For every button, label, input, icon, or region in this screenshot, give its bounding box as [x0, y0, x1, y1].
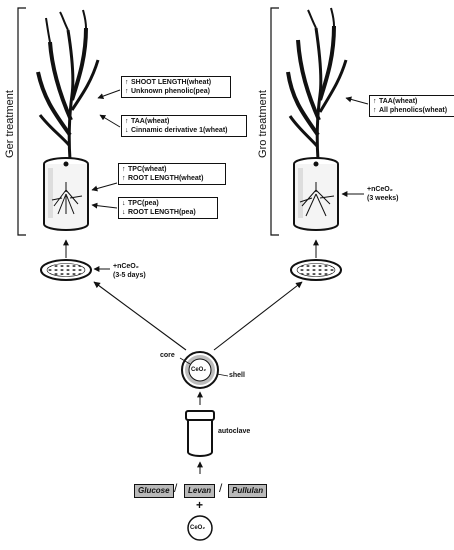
separator-1: / [174, 481, 178, 495]
ger-treatment-title: Ger treatment [4, 90, 16, 158]
sugar-levan: Levan [184, 484, 216, 498]
left-bracket [17, 7, 26, 236]
autoclave-jar [185, 410, 215, 457]
plus-sign: + [196, 498, 204, 512]
sugar-pullulan: Pullulan [228, 484, 268, 498]
gro-treatment-title: Gro treatment [257, 90, 269, 158]
left-dish-label: +nCeO₂ (3-5 days) [113, 263, 146, 279]
core-shell-particle [181, 351, 219, 389]
sugar-glucose: Glucose [134, 484, 174, 498]
ceo2-circle-label: CeO₂ [190, 525, 206, 531]
left-petri-dish [40, 259, 92, 281]
core-label: core [160, 352, 175, 359]
right-petri-dish [290, 259, 342, 281]
right-bracket [270, 7, 279, 236]
effect-box-tpc-pea: ↓TPC(pea) ↓ROOT LENGTH(pea) [118, 197, 218, 219]
autoclave-label: autoclave [218, 428, 251, 435]
effect-box-shoot-length: ↑SHOOT LENGTH(wheat) ↑Unknown phenolic(p… [121, 76, 231, 98]
shell-label: shell [229, 372, 245, 379]
effect-box-taa: ↑TAA(wheat) ↓Cinnamic derivative 1(wheat… [121, 115, 247, 137]
right-pot [293, 157, 339, 231]
right-plant [286, 7, 348, 161]
ceo2-nanoparticle [187, 515, 213, 541]
effect-box-tpc-wheat: ↑TPC(wheat) ↑ROOT LENGTH(wheat) [118, 163, 226, 185]
left-plant [36, 9, 100, 161]
left-pot [43, 157, 89, 231]
particle-center-label: CeO₂ [191, 367, 207, 373]
separator-2: / [219, 481, 223, 495]
right-treatment-label: +nCeO₂ (3 weeks) [367, 186, 399, 202]
effect-box-gro: ↑TAA(wheat) ↑All phenolics(wheat) [369, 95, 454, 117]
